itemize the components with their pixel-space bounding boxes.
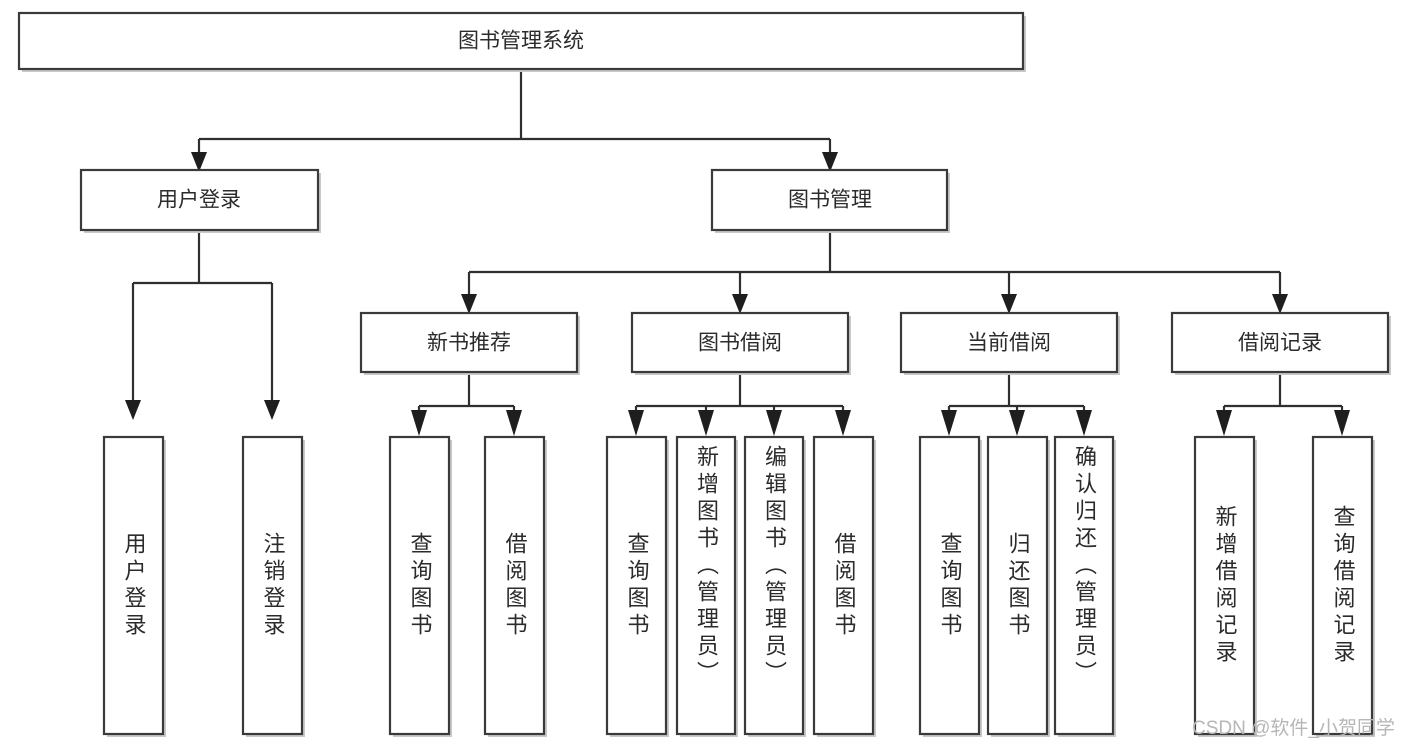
node-borrow-record[interactable]: 借阅记录 — [1170, 311, 1391, 375]
connector-layer — [125, 69, 1350, 436]
leaf4-box[interactable] — [483, 435, 546, 736]
node-book-borrow[interactable]: 图书借阅 — [630, 311, 851, 375]
node-user-login[interactable]: 用户登录 — [79, 168, 321, 233]
arrowhead-leaf1 — [125, 400, 141, 420]
arrowhead-leaf8 — [835, 410, 851, 436]
arrowhead-leaf2 — [264, 400, 280, 420]
leaf-box-layer — [102, 435, 1375, 737]
node-root[interactable]: 图书管理系统 — [17, 11, 1026, 72]
arrowhead-leaf5 — [628, 410, 644, 436]
borrow-box[interactable] — [630, 311, 850, 374]
record-box[interactable] — [1170, 311, 1390, 374]
arrowhead-record — [1272, 294, 1288, 314]
arrowhead-leaf13 — [1334, 410, 1350, 436]
leaf12-box[interactable] — [1193, 435, 1256, 736]
login-box[interactable] — [79, 168, 320, 232]
leaf11-box[interactable] — [1053, 435, 1115, 736]
login-label: 用户登录 — [157, 189, 241, 212]
leaf1-box[interactable] — [102, 435, 165, 736]
arrowhead-borrow — [732, 294, 748, 314]
arrowhead-leaf9 — [941, 410, 957, 436]
arrowhead-leaf4 — [506, 410, 522, 436]
borrow-label: 图书借阅 — [698, 332, 782, 355]
arrowhead-leaf6 — [698, 410, 714, 436]
node-current-borrow[interactable]: 当前借阅 — [899, 311, 1120, 375]
current-box[interactable] — [899, 311, 1119, 374]
arrowhead-leaf12 — [1216, 410, 1232, 436]
leaf13-box[interactable] — [1311, 435, 1374, 736]
arrowhead-leaf11 — [1076, 410, 1092, 436]
leaf5-box[interactable] — [605, 435, 668, 736]
leaf3-box[interactable] — [388, 435, 451, 736]
bookmgmt-box[interactable] — [710, 168, 949, 232]
leaf7-box[interactable] — [743, 435, 805, 736]
leaf2-box[interactable] — [241, 435, 304, 736]
leaf6-box[interactable] — [675, 435, 737, 736]
arrowhead-bookmgmt — [822, 152, 838, 172]
newbook-box[interactable] — [359, 311, 579, 374]
arrowhead-newbook — [461, 294, 477, 314]
root-box[interactable] — [17, 11, 1025, 71]
current-label: 当前借阅 — [967, 332, 1051, 355]
arrowhead-login — [191, 152, 207, 172]
bookmgmt-label: 图书管理 — [788, 189, 872, 212]
arrowhead-leaf3 — [411, 410, 427, 436]
leaf8-box[interactable] — [812, 435, 875, 736]
node-book-management[interactable]: 图书管理 — [710, 168, 950, 233]
record-label: 借阅记录 — [1238, 332, 1322, 355]
newbook-label: 新书推荐 — [427, 332, 511, 355]
arrowhead-leaf10 — [1009, 410, 1025, 436]
arrowhead-current — [1001, 294, 1017, 314]
csdn-watermark: CSDN @软件_小贺同学 — [1192, 718, 1395, 739]
node-new-book-recommend[interactable]: 新书推荐 — [359, 311, 580, 375]
leaf9-box[interactable] — [918, 435, 981, 736]
leaf10-box[interactable] — [986, 435, 1049, 736]
arrowhead-leaf7 — [766, 410, 782, 436]
root-label: 图书管理系统 — [458, 30, 584, 53]
